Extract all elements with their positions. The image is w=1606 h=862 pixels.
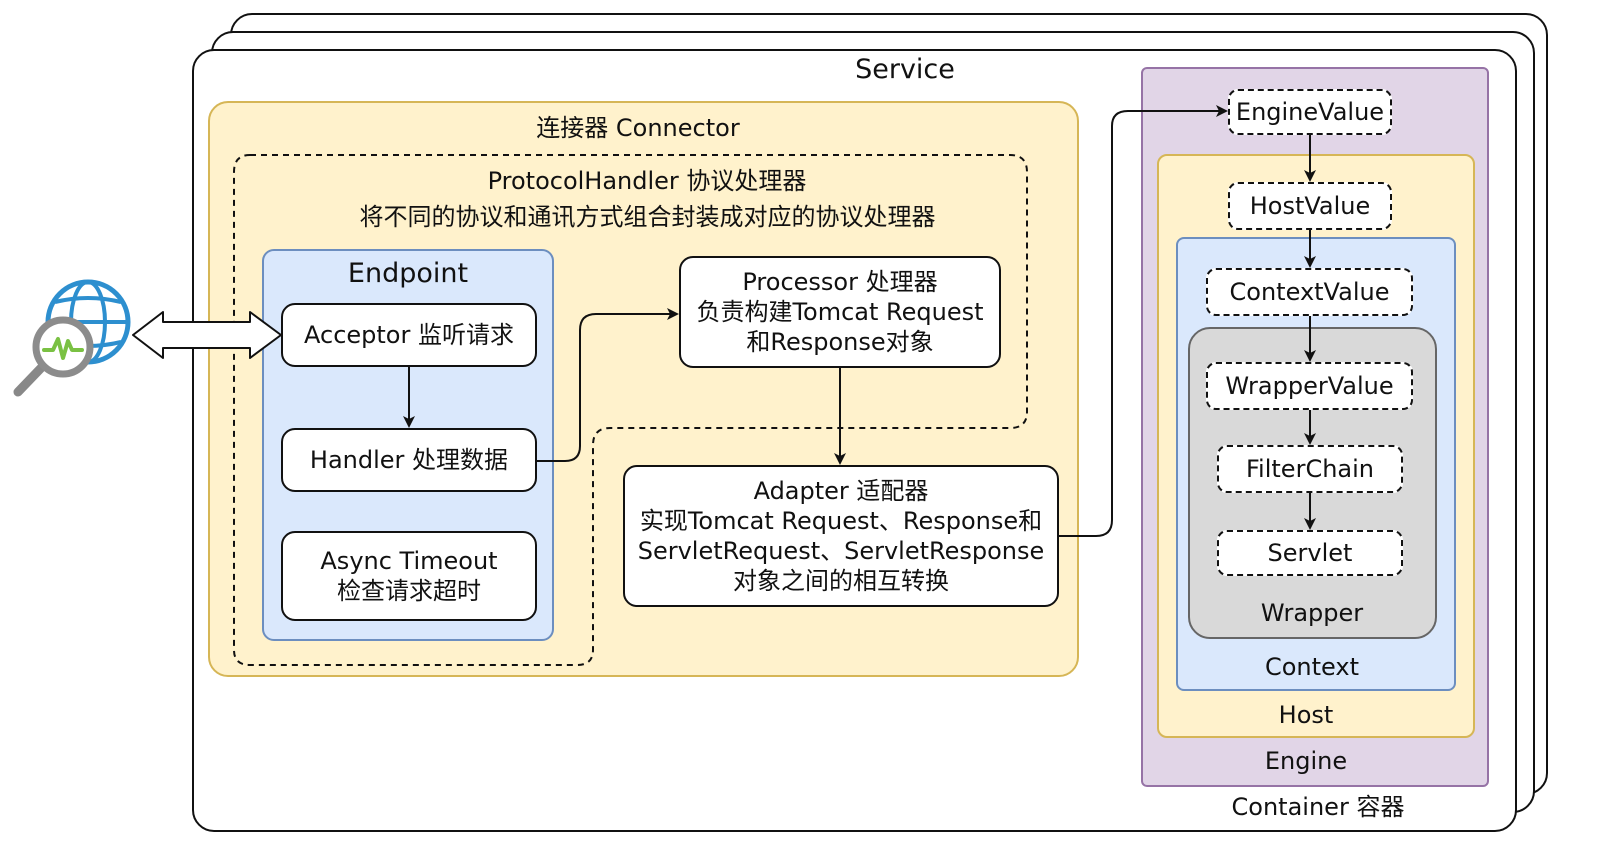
processor-box: Processor 处理器 负责构建Tomcat Request 和Respon… <box>679 256 1001 368</box>
adapter-box: Adapter 适配器 实现Tomcat Request、Response和 S… <box>623 465 1059 607</box>
container-label: Container 容器 <box>1231 793 1405 821</box>
engine-label: Engine <box>1264 747 1348 775</box>
web-monitor-globe-icon <box>13 279 131 397</box>
host-value-label: HostValue <box>1249 192 1371 220</box>
protocol-handler-title: ProtocolHandler 协议处理器 <box>487 167 807 195</box>
host-label: Host <box>1278 701 1334 729</box>
servlet-box: Servlet <box>1217 530 1403 576</box>
processor-line2: 负责构建Tomcat Request <box>696 298 984 326</box>
context-label: Context <box>1264 653 1360 681</box>
adapter-line3: ServletRequest、ServletResponse <box>637 537 1045 565</box>
wrapper-value-label: WrapperValue <box>1225 372 1394 400</box>
service-label: Service <box>855 54 955 85</box>
connector-label: 连接器 Connector <box>536 114 740 142</box>
acceptor-box: Acceptor 监听请求 <box>281 303 537 367</box>
servlet-label: Servlet <box>1267 539 1353 567</box>
wrapper-label: Wrapper <box>1260 599 1364 627</box>
async-timeout-box: Async Timeout 检查请求超时 <box>281 531 537 621</box>
adapter-line2: 实现Tomcat Request、Response和 <box>639 507 1043 535</box>
adapter-line4: 对象之间的相互转换 <box>733 567 949 595</box>
processor-line1: Processor 处理器 <box>742 268 938 296</box>
engine-value-label: EngineValue <box>1235 98 1385 126</box>
context-value-label: ContextValue <box>1229 278 1390 306</box>
host-value-box: HostValue <box>1228 182 1392 230</box>
context-value-box: ContextValue <box>1206 268 1413 316</box>
handler-label: Handler 处理数据 <box>309 446 509 474</box>
wrapper-value-box: WrapperValue <box>1206 362 1413 410</box>
async-timeout-line1: Async Timeout <box>320 547 498 575</box>
endpoint-label: Endpoint <box>347 258 469 289</box>
protocol-handler-desc: 将不同的协议和通讯方式组合封装成对应的协议处理器 <box>359 203 936 231</box>
filter-chain-label: FilterChain <box>1246 455 1374 483</box>
engine-value-box: EngineValue <box>1228 89 1392 135</box>
processor-line3: 和Response对象 <box>746 328 934 356</box>
acceptor-label: Acceptor 监听请求 <box>304 321 514 349</box>
async-timeout-line2: 检查请求超时 <box>337 577 481 605</box>
handler-box: Handler 处理数据 <box>281 428 537 492</box>
adapter-line1: Adapter 适配器 <box>753 477 929 505</box>
filter-chain-box: FilterChain <box>1217 445 1403 493</box>
